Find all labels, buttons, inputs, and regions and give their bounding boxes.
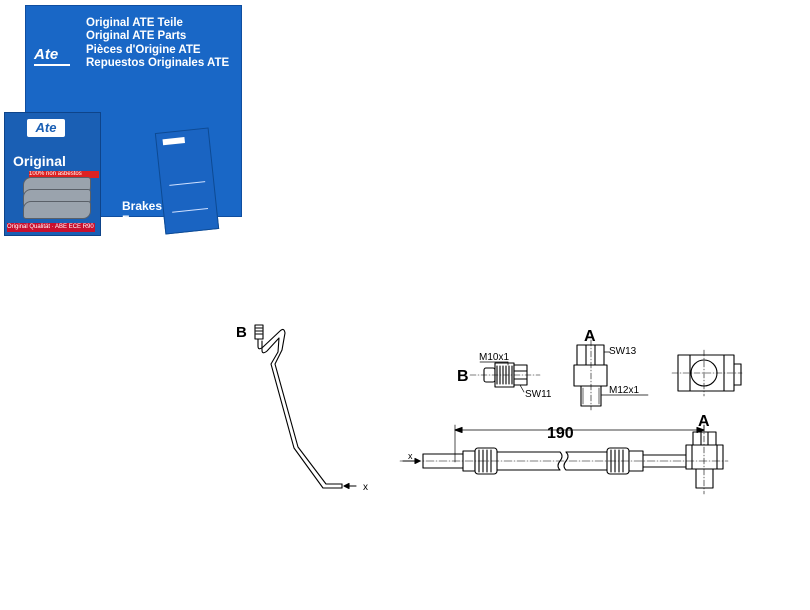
fitting-a-thread: M12x1 xyxy=(609,385,639,396)
box-line-es: Repuestos Originales ATE xyxy=(86,57,230,70)
fitting-a-drawing xyxy=(573,339,649,411)
box-line-de: Original ATE Teile xyxy=(86,17,183,29)
label-a-fitting: A xyxy=(584,328,596,345)
fitting-b-drawing xyxy=(469,361,541,393)
pads-box-footer: Original Qualität · ABE ECE R90 xyxy=(7,223,95,232)
fitting-b-wrench-size: SW11 xyxy=(525,389,552,400)
box-line-en: Original ATE Parts xyxy=(86,30,187,43)
brake-hose-drawing xyxy=(399,424,729,495)
pads-box-label: Original xyxy=(13,153,66,169)
ate-logo: Ate xyxy=(34,46,70,66)
label-x-hose: x xyxy=(408,451,413,461)
label-b-fitting: B xyxy=(457,368,469,385)
installed-hose-routing xyxy=(254,324,357,490)
brake-pads-box: Ate Original 100% non asbestos Original … xyxy=(4,112,101,236)
fitting-a-wrench-size: SW13 xyxy=(609,346,637,357)
box-line-fr: Pièces d'Origine ATE xyxy=(86,43,201,56)
fitting-b-thread: M10x1 xyxy=(479,352,509,363)
brake-pad-image xyxy=(23,201,91,219)
pads-box-band: 100% non asbestos xyxy=(29,171,99,178)
ate-logo-small: Ate xyxy=(27,119,65,137)
box-heading: Original ATE Teile Original ATE Parts Pi… xyxy=(86,17,229,71)
label-x-left: x xyxy=(363,482,368,493)
hose-length-dimension: 190 xyxy=(547,425,574,442)
banjo-side-view xyxy=(671,349,743,397)
product-packaging-image: Ate Original ATE Teile Original ATE Part… xyxy=(0,0,245,262)
label-a-hose: A xyxy=(698,413,710,430)
label-b-left: B xyxy=(236,324,247,341)
